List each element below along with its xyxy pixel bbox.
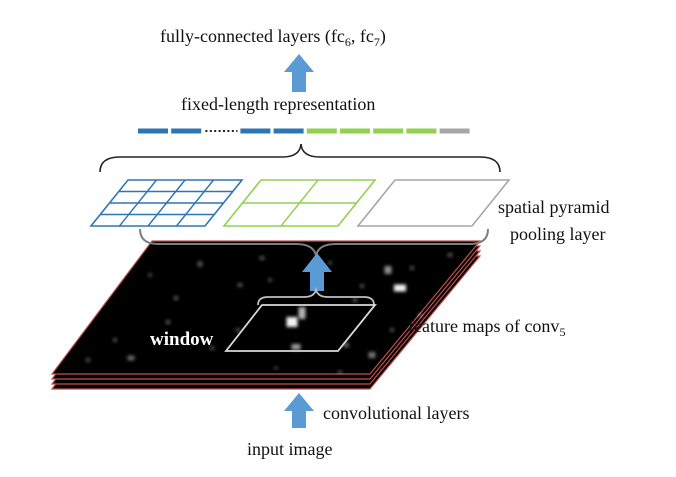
window-label: window <box>150 329 214 350</box>
spp-label-line1: spatial pyramid <box>498 197 609 217</box>
activation-spot <box>113 338 117 342</box>
fc-layers-label: fully-connected layers (fc6, fc7) <box>160 26 386 49</box>
activation-spot <box>127 355 135 361</box>
arrow-from-input-icon <box>284 393 314 428</box>
conv-layers-label: convolutional layers <box>323 403 469 423</box>
activation-spot <box>360 284 364 288</box>
activation-spot <box>236 328 240 332</box>
grid-4x4 <box>89 179 244 227</box>
activation-spot <box>197 261 203 267</box>
feature-maps-label: feature maps of conv5 <box>408 316 565 339</box>
activation-spot <box>352 298 358 302</box>
activation-spot <box>328 261 332 265</box>
grid-2x2 <box>222 179 377 227</box>
arrow-to-pyramid-icon <box>302 253 332 291</box>
arrow-to-fc-icon <box>284 54 314 92</box>
activation-spot <box>165 320 171 324</box>
grid-2x2-border <box>222 179 377 227</box>
activation-spot <box>259 256 265 260</box>
activation-spot <box>268 278 272 282</box>
activation-spot <box>337 370 343 374</box>
feature-map-stack <box>50 240 482 390</box>
input-image-label: input image <box>247 439 332 459</box>
activation-spot <box>173 296 179 300</box>
window-brace <box>257 286 375 306</box>
activation-spot <box>274 366 278 370</box>
activation-spot <box>417 313 423 317</box>
activation-spot <box>343 342 349 348</box>
activation-spot <box>209 346 215 350</box>
activation-spot <box>286 317 298 327</box>
activation-spot <box>85 358 91 362</box>
activation-spot <box>394 284 406 292</box>
spp-label-line2: pooling layer <box>510 224 605 244</box>
activation-spot <box>368 352 376 358</box>
activation-spot <box>291 344 301 350</box>
feature-map-layer-1 <box>50 240 482 375</box>
activation-spot <box>298 307 306 319</box>
activation-spot <box>390 328 394 332</box>
activation-spot <box>384 266 392 274</box>
activation-spot <box>447 253 453 257</box>
activation-spot <box>237 283 243 287</box>
window-box <box>224 304 377 352</box>
activation-spot <box>148 273 152 277</box>
fixed-length-label: fixed-length representation <box>181 94 375 114</box>
activation-spots <box>85 253 453 374</box>
grid-1x1 <box>356 179 511 227</box>
grid-1x1-border <box>356 179 511 227</box>
top-brace <box>99 143 501 173</box>
activation-spot <box>410 266 414 270</box>
grid-4x4-border <box>89 179 244 227</box>
spatial-pyramid-grids <box>89 179 511 227</box>
